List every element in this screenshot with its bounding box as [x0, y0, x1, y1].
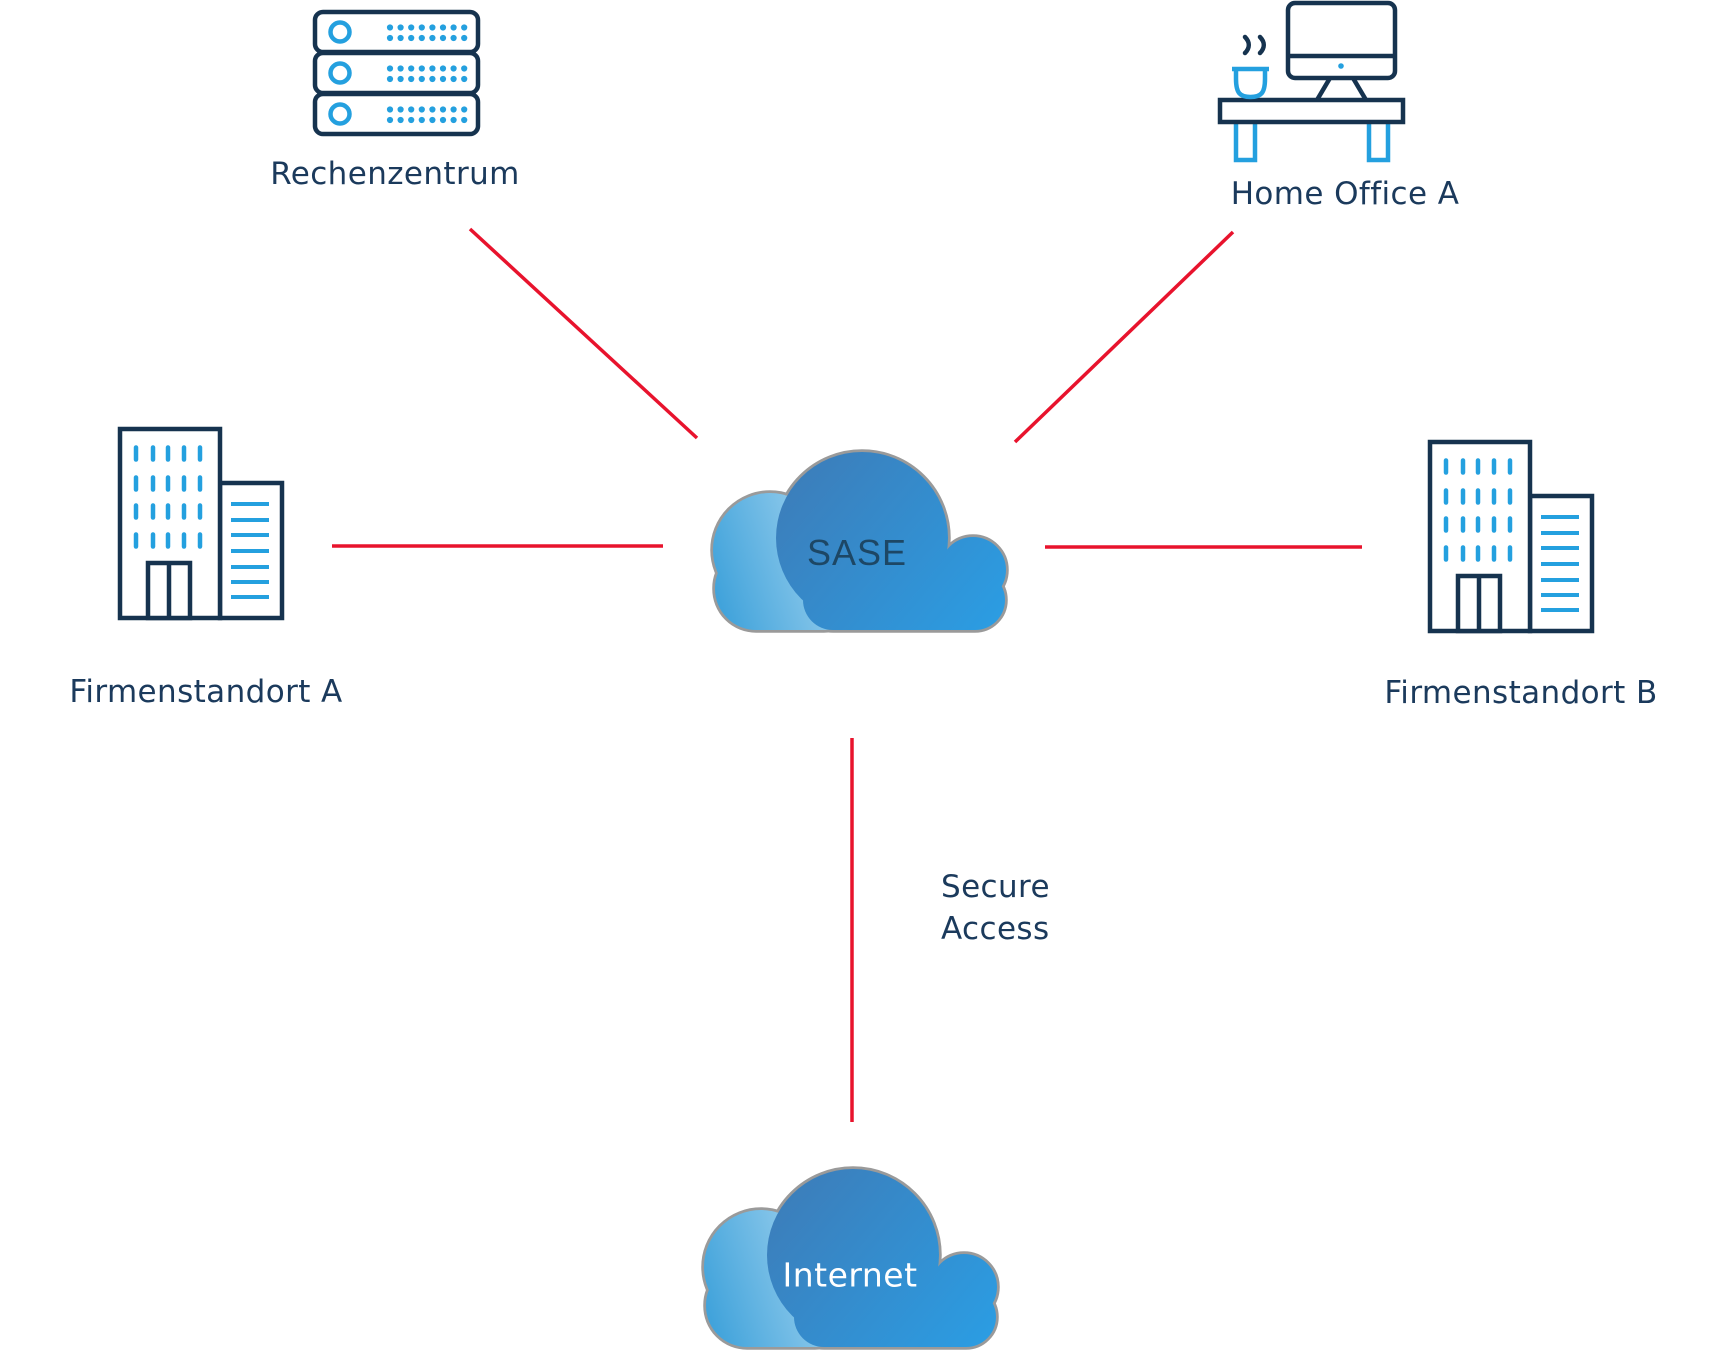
desk-legs: [1233, 118, 1391, 163]
internet-cloud-label: Internet: [782, 1255, 918, 1295]
server-unit: [312, 50, 481, 96]
sase-cloud-label: SASE: [806, 532, 908, 573]
server-unit: [312, 9, 481, 55]
connections: [332, 227, 1362, 1122]
desk-icon: [1217, 97, 1406, 125]
office-building-a-icon: [120, 429, 282, 618]
connection-homeoffice-sase: [1013, 230, 1235, 444]
home-office-label: Home Office A: [1230, 176, 1460, 212]
rechenzentrum-label: Rechenzentrum: [270, 156, 520, 192]
monitor-icon: [1285, 0, 1398, 81]
firmenstandort-b-label: Firmenstandort B: [1384, 675, 1658, 711]
steam-icon: [1242, 34, 1266, 56]
firmenstandort-a-label: Firmenstandort A: [69, 674, 343, 710]
server-rack-icon: [312, 9, 481, 137]
coffee-cup-icon: [1232, 66, 1269, 100]
connection-rechenzentrum-sase: [468, 227, 699, 440]
secure-access-label: Secure Access: [941, 869, 1050, 947]
monitor-stand: [1315, 76, 1368, 102]
home-office-icon: [1217, 0, 1406, 163]
office-building-b-icon: [1430, 442, 1592, 631]
server-unit: [312, 91, 481, 137]
